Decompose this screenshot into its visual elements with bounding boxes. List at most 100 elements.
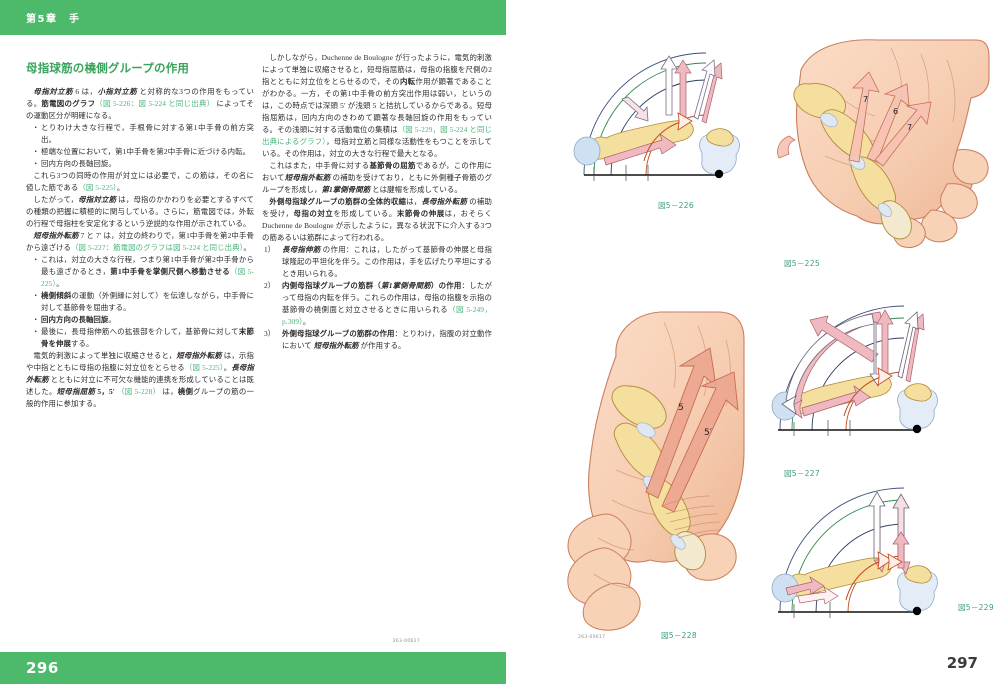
footer-bar-left: 296 — [0, 652, 506, 684]
figure-caption-5-228: 図5－228 — [661, 631, 697, 640]
right-page: 図5－226 — [506, 0, 1000, 684]
figure-caption-5-225: 図5－225 — [784, 259, 820, 268]
text-frag: 。 — [302, 316, 311, 326]
index-finger — [952, 149, 989, 185]
pink-arrow-main — [603, 133, 677, 166]
text-frag: する。 — [70, 338, 94, 348]
term-apb-2: 短母指外転筋 — [284, 172, 331, 182]
text-frag: であるが，この作用において — [262, 160, 493, 182]
figure-ref: （図 5-249，p.309） — [282, 304, 492, 326]
paragraph-1: 母指対立筋 6 は，小指対立筋 と対称的な3つの作用をもっている。筋電図のグラフ… — [26, 86, 254, 122]
trapezium-bone — [573, 136, 601, 166]
author-name: Duchenne de Boulogne — [321, 53, 393, 62]
red-curved-arrow — [845, 551, 903, 601]
text-frag: 内側母指球グループの筋群（ — [282, 280, 382, 290]
text-frag: は， — [160, 386, 178, 396]
figure-5-226-graphic — [573, 52, 740, 181]
text-frag: の補助を受けており，ともに外側種子骨筋のグループを形成し， — [262, 172, 492, 194]
text-frag: 末節骨の伸展 — [396, 208, 445, 218]
text-frag: グループの筋の一般的作用に参加する。 — [26, 386, 254, 408]
figure-5-225: 7 6 7 — [771, 30, 996, 255]
text-frag: の作用：これは，したがって基節骨の伸展と母指球隆起の平坦化を伴う。この作用は，手… — [282, 244, 492, 278]
figure-5-229-graphic — [771, 487, 938, 618]
list-item: 内側母指球グループの筋群（第1掌側骨間筋）の作用：したがって母指の内転を伴う。こ… — [262, 280, 492, 328]
paragraph-4: 短母指外転筋 7 と 7′ は，対立の終わりで，第1中手骨を第2中手骨から遠ざけ… — [26, 230, 254, 254]
term-abductor-pollicis-brevis: 短母指外転筋 — [33, 230, 79, 240]
page-number-left: 296 — [26, 659, 59, 677]
figure-5-226 — [566, 35, 766, 185]
text-frag: 橈側 — [177, 386, 194, 396]
page-number-right: 297 — [946, 654, 978, 672]
red-curved-arrow — [843, 367, 893, 417]
text-frag: とともに対立に不可欠な機能的連携を形成していることは既述した。 — [26, 374, 254, 396]
text-frag: 回内方向の長軸回旋 — [41, 314, 109, 324]
list-item: 回内方向の長軸回旋。 — [32, 158, 254, 170]
paragraph-8: 外側母指球グループの筋群の全体的収縮は，長母指外転筋 の補助を受け，母指の対立を… — [262, 196, 492, 244]
muscle-force-arrows — [645, 347, 739, 513]
list-item: とりわけ大きな行程で，手根骨に対する第1中手骨の前方突出。 — [32, 122, 254, 146]
bullet-list-2: これは，対立の大きな行程，つまり第1中手骨が第2中手骨から最も遠ざかるとき，第1… — [26, 254, 254, 350]
list-item: 橈側傾斜の運動（外側縁に対して）を伝達しながら，中手骨に対して基節骨を屈曲する。 — [32, 290, 254, 314]
figure-ref: （図 5-225） — [78, 182, 117, 192]
text-frag: ）の作用 — [430, 280, 462, 290]
figure-5-225-graphic: 7 6 7 — [777, 39, 990, 249]
figure-5-227-graphic — [771, 305, 938, 436]
text-frag: は， — [81, 87, 98, 96]
print-code-right: 263-00617 — [578, 635, 606, 640]
carpal-block — [699, 128, 740, 179]
text-frag: は，示指や中指とともに母指の指腹に対立位をとらせる — [26, 350, 254, 372]
term-apl: 長母指外転筋 — [26, 362, 254, 384]
muscle-fibres — [661, 495, 721, 539]
numbered-list: 長母指伸筋 の作用：これは，したがって基節骨の伸展と母指球隆起の平坦化を伴う。こ… — [262, 244, 492, 352]
label-5-prime: 5′ — [704, 428, 712, 438]
body-column-2: しかしながら，Duchenne de Boulogne が行ったように，電気的刺… — [262, 52, 492, 352]
term-opponens-digiti-minimi: 小指対立筋 — [97, 87, 138, 96]
vertical-arrow-group — [869, 309, 925, 387]
chapter-title: 第5章 手 — [26, 14, 81, 25]
figure-ref: （図 5-227：筋電図のグラフは図 5-224 と同じ出典） — [70, 242, 244, 252]
figure-5-229 — [764, 470, 974, 630]
text-frag: が作用する。 — [358, 340, 406, 350]
text-frag: によってその運動区分が明確になる。 — [26, 98, 255, 120]
text-frag: 。 — [116, 182, 125, 192]
text-frag: と対称的な3つの作用をもっている。 — [26, 87, 254, 108]
term-apb: 短母指外転筋 — [176, 350, 222, 360]
paragraph-7: これはまた，中手骨に対する基節骨の屈筋であるが，この作用において短母指外転筋 の… — [262, 160, 492, 196]
list-item: 長母指伸筋 の作用：これは，したがって基節骨の伸展と母指球隆起の平坦化を伴う。こ… — [262, 244, 492, 280]
author-name-2: Duchenne de Boulogne — [262, 220, 334, 230]
figure-caption-5-227: 図5－227 — [784, 469, 820, 478]
bullet-list-1: とりわけ大きな行程で，手根骨に対する第1中手骨の前方突出。 極端な位置において，… — [26, 122, 254, 170]
section-heading: 母指球筋の橈側グループの作用 — [26, 61, 190, 75]
label-5: 5 — [678, 403, 684, 413]
figure-5-228: 5 5′ — [554, 300, 774, 631]
text-frag: しかしながら， — [269, 53, 322, 62]
list-item: 最後に，長母指伸筋への拡張部を介して，基節骨に対して末節骨を伸展する。 — [32, 326, 254, 350]
text-frag: 。 — [108, 314, 116, 324]
pink-arrow-main — [801, 385, 871, 417]
vertical-arrow-group — [621, 55, 723, 124]
label-7b: 7 — [907, 123, 912, 132]
text-frag: ：とりわけ，指腹の対立動作において — [282, 328, 492, 350]
term-fpi: 第1掌側骨間筋 — [381, 280, 431, 290]
chapter-header-bar: 第5章 手 — [0, 0, 506, 35]
text-frag: ，母指対立筋と同様な活動性をもつことを示している。その作用は，対立の大きな行程で… — [262, 136, 493, 158]
carpal-block — [897, 383, 938, 434]
text-frag: 。 — [243, 242, 251, 252]
text-frag: したがって， — [33, 194, 79, 204]
muscle-number-5: 5，5′ — [95, 386, 118, 396]
text-frag: は，母指のかかわりを必要とするすべての種類の把握に積極的に関与している。さらに，… — [26, 194, 254, 228]
text-frag: 電気的刺激によって単独に収縮させると， — [33, 350, 177, 360]
text-frag: 内転 — [399, 76, 416, 86]
text-frag: 基節骨の屈筋 — [369, 160, 416, 170]
muscle-number-6: 6 — [73, 87, 82, 96]
term-apb-3: 短母指外転筋 — [313, 340, 359, 350]
text-frag: 作用が顕著であることがわかる。一方，その第1中手骨の前方突出作用は弱い，というの… — [262, 76, 493, 134]
paragraph-5: 電気的刺激によって単独に収縮させると，短母指外転筋 は，示指や中指とともに母指の… — [26, 350, 254, 410]
carpal-block — [897, 565, 938, 616]
red-curved-arrow — [643, 112, 693, 162]
term-opponens-pollicis: 母指対立筋 — [33, 87, 74, 96]
text-frag: は， — [406, 196, 422, 206]
text-frag: の補助を受け， — [262, 196, 493, 218]
figure-ref: （図 5-225） — [41, 266, 254, 288]
